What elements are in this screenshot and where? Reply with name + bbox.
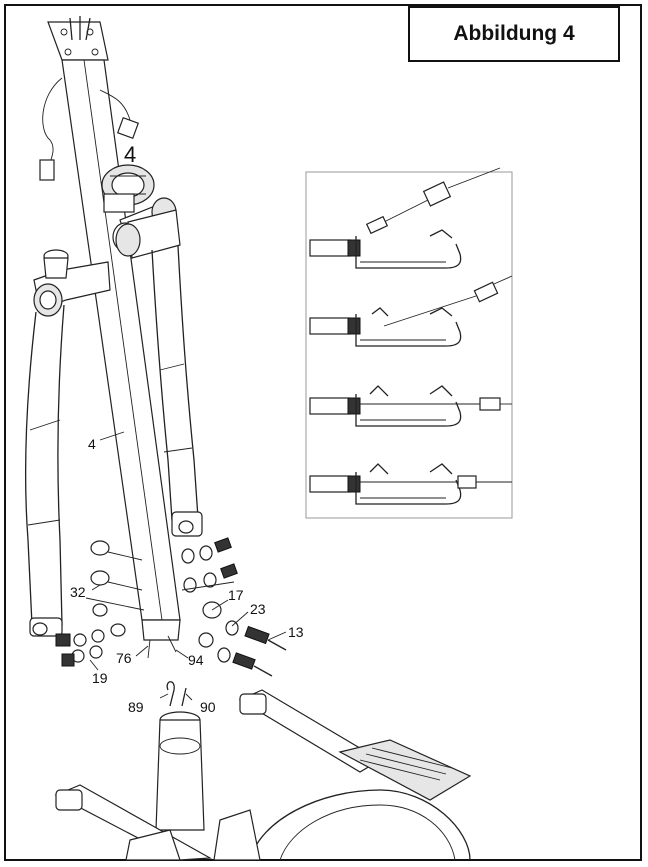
callout-17: 17	[228, 587, 244, 603]
callout-23: 23	[250, 601, 266, 617]
inset-step-2	[309, 275, 513, 347]
callout-labels: 4 4 32 17 23 13 76 94 19 89 90	[70, 142, 304, 715]
left-swing-arm	[24, 249, 111, 637]
right-swing-arm	[115, 209, 203, 537]
figure-title-box: Abbildung 4	[408, 6, 620, 62]
inset-step-4	[309, 463, 512, 505]
callout-94: 94	[188, 652, 204, 668]
hardware-group	[55, 537, 287, 677]
inset-step-1	[309, 167, 501, 269]
callout-76: 76	[116, 650, 132, 666]
leader-lines	[89, 431, 287, 671]
callout-13: 13	[288, 624, 304, 640]
figure-title: Abbildung 4	[453, 22, 575, 45]
callout-19: 19	[92, 670, 108, 686]
cable-connector	[39, 159, 55, 181]
spring-hooks	[159, 681, 193, 707]
callout-89: 89	[128, 699, 144, 715]
callout-32: 32	[70, 584, 86, 600]
inset-step-3	[309, 385, 512, 427]
figure-frame	[4, 4, 642, 861]
detail-inset	[305, 167, 513, 519]
lower-frame	[54, 689, 472, 861]
main-column	[47, 16, 181, 641]
callout-top-4: 4	[124, 142, 136, 167]
callout-column-4: 4	[88, 436, 96, 452]
callout-90: 90	[200, 699, 216, 715]
